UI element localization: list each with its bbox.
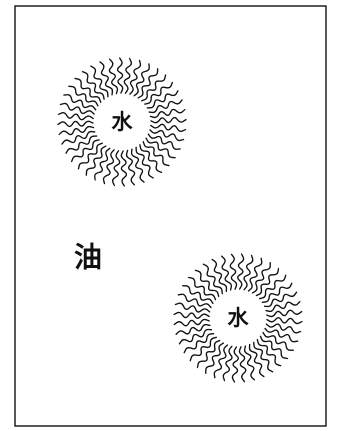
surfactant-molecule-2-39 xyxy=(267,318,302,324)
surfactant-molecule-1-31 xyxy=(124,58,131,93)
surfactant-molecule-1-2 xyxy=(150,130,184,141)
surfactant-molecule-2-27 xyxy=(222,256,232,290)
surfactant-molecule-1-1 xyxy=(151,124,186,131)
reverse-micelle-2: 水 xyxy=(174,254,302,382)
water-core-label-2: 水 xyxy=(228,306,250,330)
oil-phase-label: 油 xyxy=(74,241,102,274)
surfactant-molecule-1-27 xyxy=(91,66,108,97)
diagram-border xyxy=(15,6,326,426)
surfactant-molecule-1-12 xyxy=(103,150,114,184)
surfactant-molecule-1-30 xyxy=(118,58,123,93)
surfactant-molecule-2-19 xyxy=(174,312,209,318)
surfactant-molecule-2-7 xyxy=(245,346,255,380)
surfactant-molecule-2-29 xyxy=(238,254,244,289)
surfactant-molecule-1-11 xyxy=(113,151,120,186)
surfactant-molecule-1-40 xyxy=(151,118,186,123)
surfactant-molecule-1-21 xyxy=(58,113,93,120)
reverse-micelle-1: 水 xyxy=(58,58,186,186)
surfactant-molecule-1-22 xyxy=(60,103,94,114)
surfactant-molecule-2-17 xyxy=(176,325,210,335)
surfactant-molecule-1-10 xyxy=(121,151,126,186)
surfactant-molecule-1-37 xyxy=(147,91,178,108)
surfactant-molecule-2-37 xyxy=(266,302,300,312)
surfactant-molecule-2-9 xyxy=(232,347,238,382)
surfactant-molecule-1-17 xyxy=(66,136,97,153)
surfactant-molecule-1-32 xyxy=(130,60,141,94)
surfactant-molecule-1-20 xyxy=(58,121,93,126)
surfactant-molecule-1-7 xyxy=(136,147,153,178)
water-core-label-1: 水 xyxy=(112,110,134,134)
